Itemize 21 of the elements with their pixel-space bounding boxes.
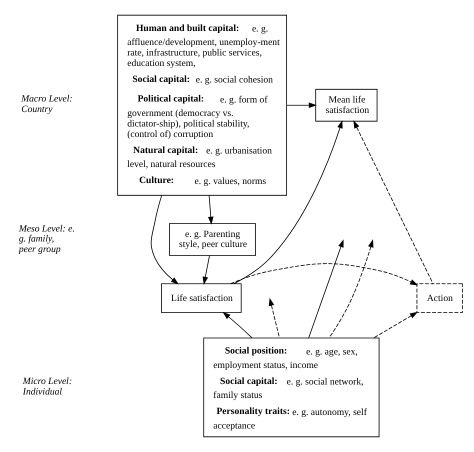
arrow (150, 195, 179, 284)
arrow (308, 239, 344, 338)
arrow (208, 195, 214, 225)
arrow (373, 312, 418, 338)
node-box: e. g. Parenting style, peer culture (169, 223, 256, 256)
node-box: Life satisfaction (161, 283, 242, 313)
label: Micro Level: Individual (22, 376, 72, 398)
arrow (268, 298, 280, 338)
arrow (286, 102, 317, 108)
arrow (230, 263, 418, 286)
node-box: Human and built capital: e. g. affluence/development, unemploy-ment rate, infrastructure, public services, education system, Social capital: e. g. social cohesion Political capital: e. g. form of government (democracy vs. dictator-ship), political stability, (control of) corruption Natural capital: e. g. urbanisation level, natural resources Culture: e. g. values, norms (117, 14, 288, 196)
label: Meso Level: e. g. family, peer group (18, 223, 75, 255)
arrow (234, 120, 343, 284)
node-box: Action (416, 283, 463, 313)
node-box: Social position: e. g. age, sex, employment status, income Social capital: e. g. social network, family status Personality traits: e. g. autonomy, self acceptance (203, 338, 380, 438)
arrow (328, 239, 374, 338)
arrow (353, 120, 434, 284)
arrow (222, 312, 252, 338)
arrow (202, 255, 210, 285)
node-box: Mean life satisfaction (315, 88, 378, 122)
label: Macro Level: Country (21, 94, 73, 116)
